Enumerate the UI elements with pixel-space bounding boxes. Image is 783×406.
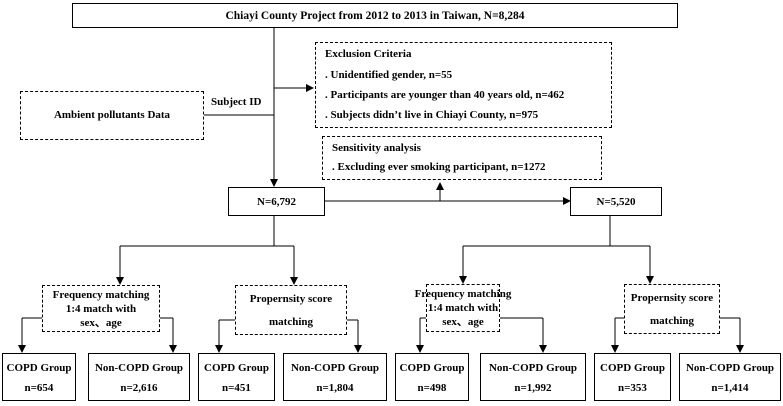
psm-left-line-2: matching xyxy=(269,316,313,328)
exclusion-item-3: . Subjects didn’t live in Chiayi County,… xyxy=(325,109,539,121)
group-n: n=1,992 xyxy=(514,382,552,394)
group-name: COPD Group xyxy=(399,362,465,374)
group-name: Non-COPD Group xyxy=(290,362,380,374)
freq-left-line-2: 1:4 match with xyxy=(65,303,137,315)
group-box-8: Non-COPD Group n=1,414 xyxy=(679,353,781,401)
sensitivity-item: . Excluding ever smoking participant, n=… xyxy=(332,161,546,173)
group-n: n=451 xyxy=(222,382,251,394)
freq-right-line-1: Frequency matching xyxy=(414,288,512,300)
psm-right-line-1: Propernsity score xyxy=(630,292,714,304)
sensitivity-analysis-box: Sensitivity analysis . Excluding ever sm… xyxy=(322,136,602,180)
frequency-matching-left-box: Frequency matching 1:4 match with sex、ag… xyxy=(42,285,160,332)
sensitivity-title: Sensitivity analysis xyxy=(332,142,421,154)
freq-right-line-2: 1:4 match with xyxy=(427,302,499,314)
exclusion-title: Exclusion Criteria xyxy=(325,48,412,60)
group-box-1: COPD Group n=654 xyxy=(2,353,76,401)
group-name: COPD Group xyxy=(6,362,72,374)
group-name: COPD Group xyxy=(600,362,665,374)
psm-left-line-1: Propernsity score xyxy=(249,293,333,305)
n-right-text: N=5,520 xyxy=(596,196,636,208)
group-name: COPD Group xyxy=(204,362,269,374)
group-name: Non-COPD Group xyxy=(685,362,775,374)
n-right-box: N=5,520 xyxy=(570,187,662,216)
subject-id-label: Subject ID xyxy=(211,96,262,108)
psm-right-box: Propernsity score matching xyxy=(624,284,720,334)
group-n: n=2,616 xyxy=(120,382,158,394)
psm-left-box: Propernsity score matching xyxy=(235,285,347,335)
n-left-box: N=6,792 xyxy=(228,187,325,216)
psm-right-line-2: matching xyxy=(650,315,694,327)
group-n: n=1,804 xyxy=(316,382,354,394)
group-box-6: Non-COPD Group n=1,992 xyxy=(480,353,586,401)
group-n: n=1,414 xyxy=(711,382,749,394)
group-n: n=353 xyxy=(618,382,647,394)
n-left-text: N=6,792 xyxy=(257,196,296,208)
exclusion-item-1: . Unidentified gender, n=55 xyxy=(325,69,453,81)
exclusion-item-2: . Participants are younger than 40 years… xyxy=(325,89,565,101)
group-name: Non-COPD Group xyxy=(488,362,578,374)
group-box-7: COPD Group n=353 xyxy=(594,353,671,401)
freq-left-line-3: sex、age xyxy=(80,317,122,329)
ambient-pollutants-text: Ambient pollutants Data xyxy=(53,109,171,121)
study-population-text: Chiayi County Project from 2012 to 2013 … xyxy=(225,10,525,22)
freq-right-line-3: sex、age xyxy=(442,316,484,328)
group-box-5: COPD Group n=498 xyxy=(395,353,469,401)
exclusion-criteria-box: Exclusion Criteria . Unidentified gender… xyxy=(315,42,612,128)
ambient-pollutants-box: Ambient pollutants Data xyxy=(20,91,204,140)
group-name: Non-COPD Group xyxy=(94,362,184,374)
group-box-3: COPD Group n=451 xyxy=(198,353,275,401)
freq-left-line-1: Frequency matching xyxy=(52,289,150,301)
group-n: n=498 xyxy=(417,382,447,394)
group-box-2: Non-COPD Group n=2,616 xyxy=(88,353,190,401)
study-population-box: Chiayi County Project from 2012 to 2013 … xyxy=(72,3,678,28)
group-n: n=654 xyxy=(24,382,54,394)
group-box-4: Non-COPD Group n=1,804 xyxy=(283,353,387,401)
frequency-matching-right-box: Frequency matching 1:4 match with sex、ag… xyxy=(415,284,511,332)
